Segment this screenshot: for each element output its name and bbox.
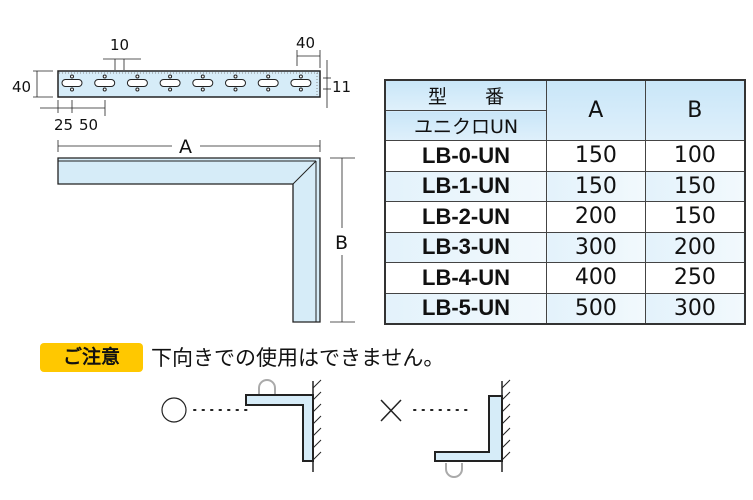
wall-hatch — [312, 391, 322, 401]
small-hole — [266, 74, 271, 79]
small-hole — [298, 74, 303, 79]
wall-hatch — [501, 403, 511, 413]
wall-hatch — [501, 439, 511, 449]
caution-text: 下向きでの使用はできません。 — [151, 346, 445, 370]
wall-hatch — [312, 379, 322, 389]
b-cell: 150 — [644, 201, 746, 233]
a-cell: 200 — [546, 201, 646, 233]
small-hole — [135, 87, 140, 92]
model-cell: LB-2-UN — [384, 201, 547, 233]
a-cell: 400 — [546, 262, 646, 294]
dim-b-label: B — [335, 232, 348, 254]
dim-a-label: A — [179, 136, 192, 158]
wall-hatch — [501, 415, 511, 425]
cross-ng-icon — [380, 399, 402, 422]
caution-badge: ご注意 — [40, 343, 143, 372]
dim-hole-pitch: 11 — [332, 78, 351, 96]
circle-ok-icon — [161, 397, 187, 423]
a-cell: 500 — [546, 292, 646, 325]
slot-hole — [159, 79, 181, 87]
small-hole — [135, 74, 140, 79]
slot-hole — [257, 79, 279, 87]
a-cell: 150 — [546, 140, 646, 172]
wall-hatch — [501, 391, 511, 401]
l-bracket-side-view — [57, 157, 321, 323]
small-hole — [168, 74, 173, 79]
slot-hole — [225, 79, 246, 87]
slot-hole — [126, 79, 148, 87]
header-model: 型 番 — [384, 79, 547, 111]
small-hole — [266, 87, 271, 92]
b-cell: 250 — [644, 262, 746, 294]
small-hole — [70, 74, 74, 79]
model-cell: LB-5-UN — [384, 292, 547, 325]
small-hole — [233, 87, 238, 92]
incorrect-mounting-example — [380, 379, 511, 478]
wall-hatch — [312, 451, 322, 461]
wall-hatch — [312, 415, 322, 425]
a-cell: 300 — [546, 231, 646, 263]
dim-strip-height: 40 — [12, 78, 31, 96]
small-hole — [102, 87, 107, 92]
small-hole — [102, 74, 107, 79]
dimension-lines — [33, 50, 355, 323]
small-hole — [168, 87, 173, 92]
model-cell: LB-1-UN — [384, 170, 547, 202]
slot-hole — [290, 79, 312, 87]
b-cell: 150 — [644, 170, 746, 202]
model-cell: LB-3-UN — [384, 231, 547, 263]
perforated-strip — [57, 70, 321, 98]
small-hole — [70, 87, 74, 92]
small-hole — [298, 87, 303, 92]
a-cell: 150 — [546, 170, 646, 202]
slot-hole — [61, 79, 83, 87]
header-b: B — [644, 79, 746, 141]
slot-hole — [192, 79, 214, 87]
b-cell: 100 — [644, 140, 746, 172]
dim-end-length: 40 — [296, 34, 315, 52]
dim-pitch: 50 — [79, 116, 98, 134]
wall-hatch — [501, 451, 511, 461]
wall-hatch — [312, 403, 322, 413]
wall-hatch — [312, 439, 322, 449]
header-a: A — [546, 79, 646, 141]
dim-slot-width: 10 — [110, 36, 129, 54]
small-hole — [200, 87, 205, 92]
b-cell: 200 — [644, 231, 746, 263]
small-hole — [233, 74, 238, 79]
wall-hatch — [312, 427, 322, 437]
wall-hatch — [501, 379, 511, 389]
correct-mounting-example — [161, 379, 322, 472]
b-cell: 300 — [644, 292, 746, 325]
wall-hatch — [501, 427, 511, 437]
model-cell: LB-0-UN — [384, 140, 547, 172]
small-hole — [200, 74, 205, 79]
slot-hole — [94, 79, 116, 87]
dim-first-offset: 25 — [54, 116, 73, 134]
header-finish: ユニクロUN — [384, 110, 547, 141]
model-cell: LB-4-UN — [384, 262, 547, 294]
